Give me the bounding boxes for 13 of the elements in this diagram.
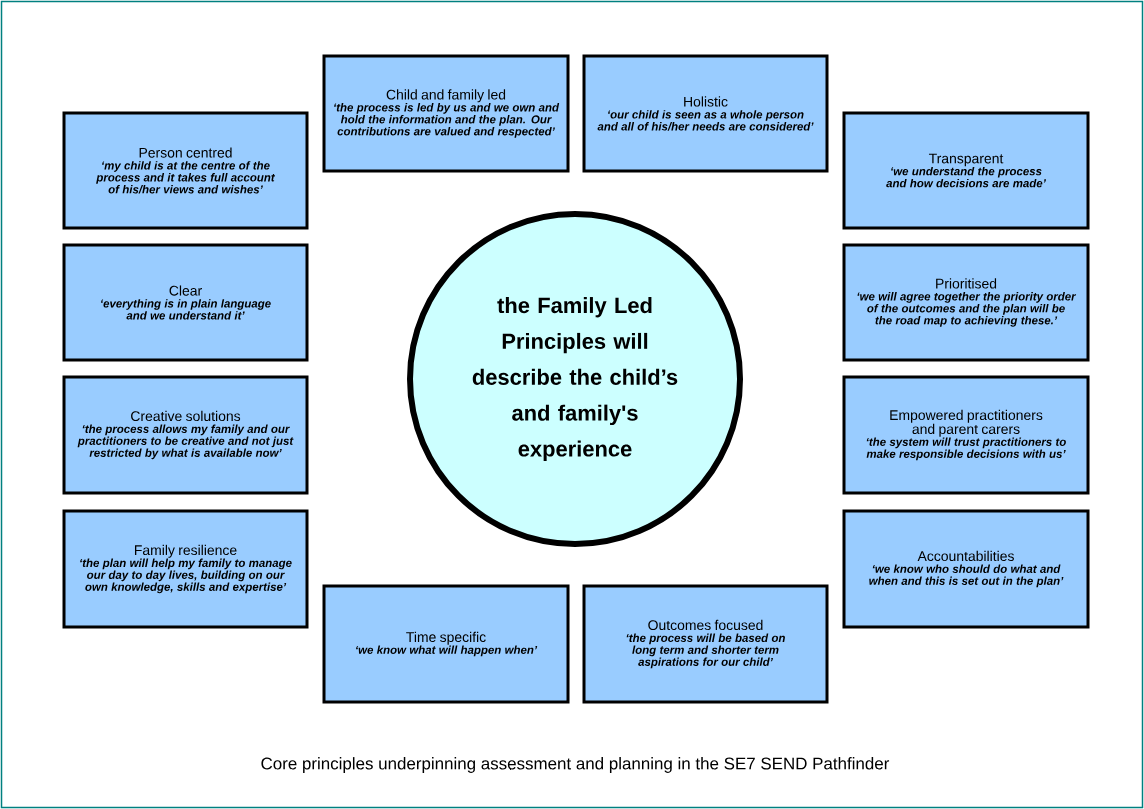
principle-box: Holistic ‘our child is seen as a whole person and all of his/her needs are considered’ [582,54,829,173]
principle-box: Transparent ‘we understand the process and how decisions are made’ [842,111,1090,230]
principle-box: Creative solutions ‘the process allows my family and our practitioners to be creative and not just restricted by what is available now’ [62,375,309,495]
principle-box: Accountabilities ‘we know who should do what and when and this is set out in the plan’ [842,509,1090,629]
principle-box: Time specific ‘we know what will happen when’ [322,584,570,704]
caption: Core principles underpinning assessment and planning in the SE7 SEND Pathfinder [261,757,890,773]
principle-box: Clear ‘everything is in plain language and we understand it’ [62,243,309,362]
principle-box: Prioritised ‘we will agree together the priority order of the outcomes and the plan will be the road map to achieving these.’ [842,243,1090,362]
principle-box: Family resilience ‘the plan will help my family to manage our day to day lives, building on our own knowledge, skills and expertise’ [62,509,309,629]
principle-box: Outcomes focused ‘the process will be based on long term and shorter term aspirations for our child’ [582,584,829,704]
principle-box: Child and family led ‘the process is led by us and we own and hold the information and the plan. Our contributions are valued and respected’ [322,54,570,173]
principle-box: Empowered practitioners and parent carers ‘the system will trust practitioners to make responsible decisions with us’ [842,375,1090,495]
principle-box: Person centred ‘my child is at the centre of the process and it takes full account of his/her views and wishes’ [62,111,309,230]
